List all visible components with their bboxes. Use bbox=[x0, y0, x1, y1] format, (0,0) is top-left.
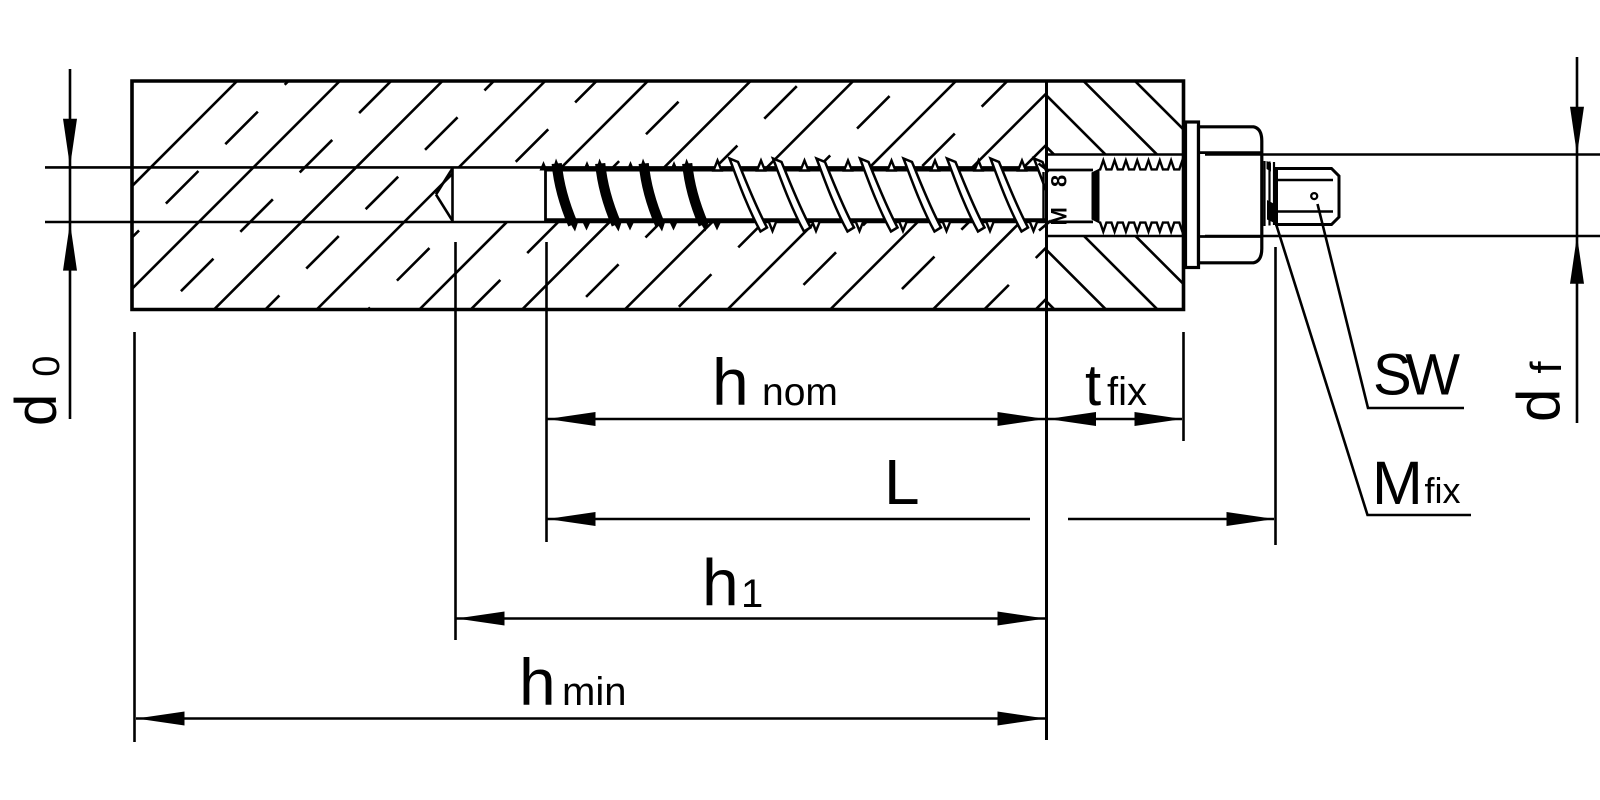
svg-text:fix: fix bbox=[1107, 370, 1147, 414]
svg-text:nom: nom bbox=[762, 371, 838, 414]
svg-text:SW: SW bbox=[1373, 343, 1460, 408]
svg-text:M 8: M 8 bbox=[1047, 168, 1072, 226]
svg-text:fix: fix bbox=[1425, 470, 1461, 511]
svg-text:1: 1 bbox=[741, 572, 763, 616]
svg-text:h: h bbox=[519, 645, 556, 719]
svg-text:L: L bbox=[884, 446, 920, 518]
svg-text:min: min bbox=[562, 670, 626, 714]
svg-text:h: h bbox=[702, 546, 739, 620]
svg-text:h: h bbox=[712, 345, 749, 419]
svg-text:t: t bbox=[1085, 353, 1101, 418]
svg-text:M: M bbox=[1372, 449, 1423, 517]
